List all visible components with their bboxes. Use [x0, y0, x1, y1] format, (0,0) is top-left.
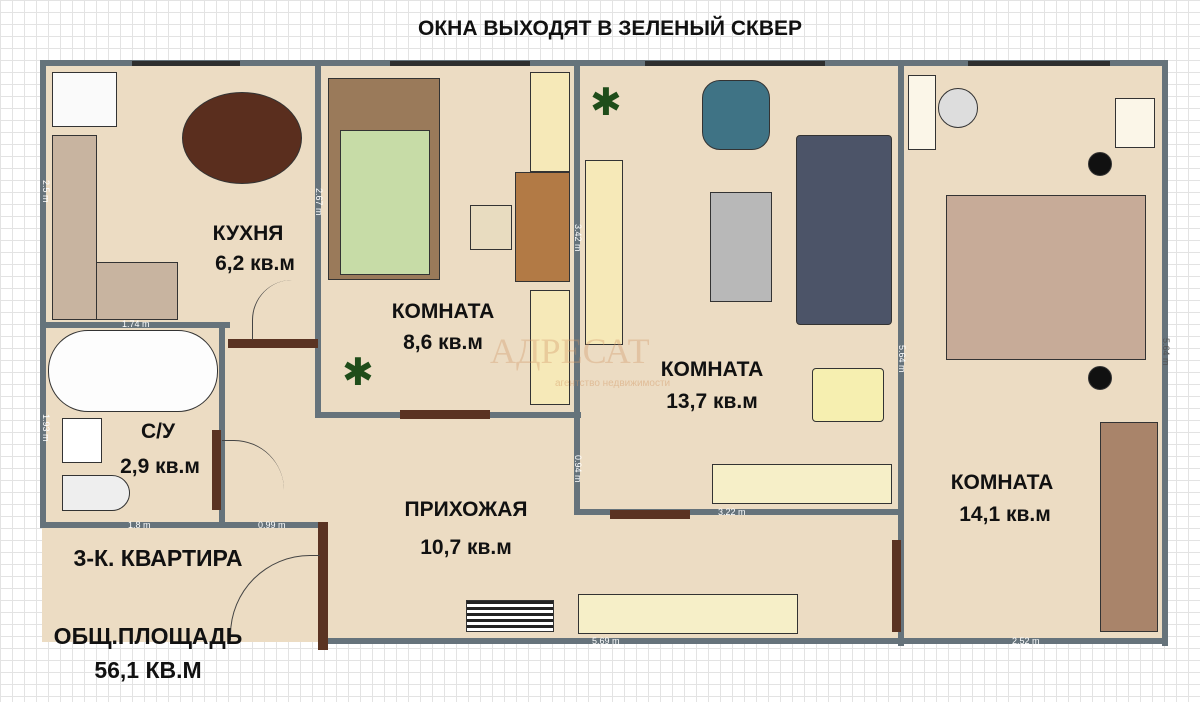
wall-right: [1162, 60, 1168, 646]
bathroom-area: 2,9 кв.м: [120, 455, 200, 478]
fridge: [52, 72, 117, 127]
wall-room1-room2: [574, 60, 580, 515]
dimension-label: 2.5 m: [41, 180, 51, 203]
dimension-label: 1.8 m: [128, 520, 151, 530]
room1-door: [400, 410, 490, 419]
dimension-label: 0.99 m: [258, 520, 286, 530]
sofa: [796, 135, 892, 325]
entrance-door[interactable]: [318, 522, 328, 650]
kitchen-name: КУХНЯ: [212, 222, 284, 245]
plan-title: ОКНА ВЫХОДЯТ В ЗЕЛЕНЫЙ СКВЕР: [418, 17, 802, 40]
dining-table: [182, 92, 302, 184]
lamp-icon: [1088, 152, 1112, 176]
kitchen-door: [228, 339, 318, 348]
chair: [470, 205, 512, 250]
room3-name: КОМНАТА: [950, 471, 1054, 494]
wall-kitchen-bath: [40, 322, 230, 328]
dimension-label: 2.67 m: [314, 188, 324, 216]
wardrobe: [530, 290, 570, 405]
door-swing: [252, 280, 302, 340]
room1-name: КОМНАТА: [391, 300, 495, 323]
dimension-label: 1.93 m: [41, 414, 51, 442]
wall-room2-room3: [898, 60, 904, 646]
room2-area: 13,7 кв.м: [666, 390, 758, 413]
watermark-subtitle: агентство недвижимости: [555, 378, 671, 389]
room2-door: [610, 510, 690, 519]
plant-icon: ✱: [590, 82, 622, 124]
wall-bottom: [320, 638, 1168, 644]
window: [390, 61, 530, 66]
total-area-value: 56,1 КВ.М: [94, 657, 202, 683]
dimension-label: 3.22 m: [718, 507, 746, 517]
dimension-label: 3.42 m: [573, 224, 583, 252]
hallway-area: 10,7 кв.м: [420, 536, 512, 559]
radiator: [466, 600, 554, 632]
kitchen-counter: [52, 135, 97, 320]
bathtub: [48, 330, 218, 412]
wardrobe: [530, 72, 570, 172]
kitchen-counter-corner: [96, 262, 178, 320]
double-bed: [946, 195, 1146, 360]
armchair: [702, 80, 770, 150]
plant-icon: ✱: [342, 352, 374, 394]
wall-bath-bottom: [40, 522, 324, 528]
coffee-table: [710, 192, 772, 302]
lamp-icon: [1088, 366, 1112, 390]
dimension-label: 5.69 m: [592, 636, 620, 646]
room3-area: 14,1 кв.м: [959, 503, 1051, 526]
room2-name: КОМНАТА: [660, 358, 764, 381]
dimension-label: 5.64 m: [1161, 338, 1171, 366]
desk: [515, 172, 570, 282]
kitchen-area: 6,2 кв.м: [215, 252, 295, 275]
room3-door: [892, 540, 901, 632]
room1-area: 8,6 кв.м: [403, 331, 483, 354]
dimension-label: 0.94 m: [573, 455, 583, 483]
dimension-label: 2.52 m: [1012, 636, 1040, 646]
cabinet: [712, 464, 892, 504]
wall-top: [40, 60, 1168, 66]
shoe-cabinet: [578, 594, 798, 634]
shelf: [908, 75, 936, 150]
total-area-label: ОБЩ.ПЛОЩАДЬ: [53, 623, 243, 649]
watermark-logo: АДРЕСАТ: [490, 331, 650, 371]
wall-room2-bottom: [574, 509, 904, 515]
round-table: [938, 88, 978, 128]
dimension-label: 5.64 m: [897, 345, 907, 373]
window: [968, 61, 1110, 66]
sink: [62, 418, 102, 463]
toilet: [62, 475, 130, 511]
tv-stand: [585, 160, 623, 345]
nightstand: [1115, 98, 1155, 148]
bathroom-door: [212, 430, 221, 510]
dimension-label: 1.74 m: [122, 319, 150, 329]
hallway-name: ПРИХОЖАЯ: [404, 498, 528, 521]
wall-bath-hall: [219, 322, 225, 526]
pouf: [812, 368, 884, 422]
bathroom-name: С/У: [140, 420, 176, 443]
wardrobe: [1100, 422, 1158, 632]
window: [645, 61, 825, 66]
window: [132, 61, 240, 66]
wall-kitchen-room1: [315, 60, 321, 418]
wall-left: [40, 60, 46, 528]
apartment-type: 3-К. КВАРТИРА: [73, 545, 243, 571]
bed-blanket: [340, 130, 430, 275]
